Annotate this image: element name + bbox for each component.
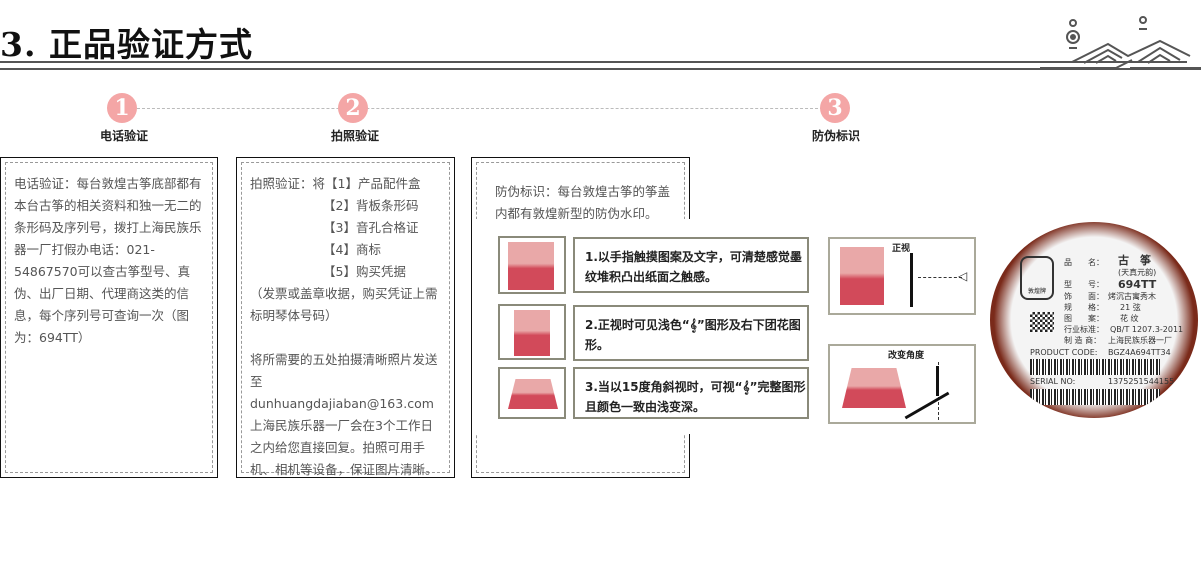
eye-icon: ◁	[958, 269, 968, 283]
watermark-thumb-3	[498, 367, 566, 419]
label-value: 694TT	[1118, 278, 1157, 291]
mountain-ornament-icon	[1040, 16, 1201, 69]
phone-verify-box: 电话验证：每台敦煌古筝底部都有本台古筝的相关资料和独一无二的条形码及序列号，拨打…	[0, 157, 218, 478]
serial-barcode	[1030, 389, 1160, 405]
front-view-diagram: 正视 ◁	[828, 237, 976, 315]
divider	[0, 61, 1187, 63]
angle-view-label: 改变角度	[888, 351, 925, 361]
label-value: QB/T 1207.3-2011	[1110, 325, 1184, 334]
caption-front: 2.正视时可见浅色“𝄞”图形及右下团花图形。	[573, 305, 809, 361]
label-value: BGZ4A694TT34	[1108, 348, 1171, 357]
watermark-thumb-1	[498, 236, 566, 294]
step-3-label: 防伪标识	[811, 129, 860, 143]
photo-item: 【5】购买凭据	[323, 264, 406, 279]
label-key: 行业标准：	[1064, 325, 1104, 334]
label-key: SERIAL NO:	[1030, 377, 1076, 386]
step-2-label: 拍照验证	[330, 129, 379, 143]
front-view-label: 正视	[892, 244, 911, 254]
sight-line	[918, 277, 962, 278]
label-key: PRODUCT CODE:	[1030, 348, 1098, 357]
product-label-photo: 敦煌牌 品 名：古 筝 (天真元韵) 型 号：694TT 饰 面：烤沉古寓秀木 …	[990, 222, 1198, 418]
caption-angle: 3.当以15度角斜视时，可视“𝄞”完整图形且颜色一致由浅变深。	[573, 367, 809, 419]
label-value: 上海民族乐器一厂	[1108, 336, 1172, 345]
label-value: 烤沉古寓秀木	[1108, 292, 1156, 301]
label-value: 花 纹	[1120, 314, 1139, 323]
step-1-badge: 1	[107, 93, 137, 123]
photo-item: 【4】商标	[323, 242, 381, 257]
dunhuang-logo: 敦煌牌	[1020, 256, 1054, 300]
angle-view-diagram: 改变角度	[828, 344, 976, 424]
photo-item: 【3】音孔合格证	[323, 220, 419, 235]
photo-note: （发票或盖章收据，购买凭证上需标明琴体号码）	[250, 286, 438, 323]
divider	[0, 68, 1201, 70]
watermark-illustration: 1.以手指触摸图案及文字，可清楚感觉墨纹堆积凸出纸面之触感。 2.正视时可见浅色…	[473, 219, 985, 434]
step-3-badge: 3	[820, 93, 850, 123]
label-key: 品 名：	[1064, 258, 1104, 267]
photo-verify-box: 拍照验证：将【1】产品配件盒 【2】背板条形码 【3】音孔合格证 【4】商标 【…	[236, 157, 455, 478]
step-1-label: 电话验证	[99, 129, 148, 143]
watermark-thumb-2	[498, 304, 566, 360]
label-value: 1375251544155	[1108, 377, 1175, 386]
label-value: 古 筝	[1118, 254, 1151, 267]
product-barcode	[1030, 359, 1160, 375]
label-key: 图 案：	[1064, 314, 1104, 323]
caption-touch: 1.以手指触摸图案及文字，可清楚感觉墨纹堆积凸出纸面之触感。	[573, 237, 809, 293]
label-value: (天真元韵)	[1118, 268, 1157, 277]
label-value: 21 弦	[1120, 303, 1141, 312]
label-key: 型 号：	[1064, 280, 1104, 289]
phone-verify-text: 电话验证：每台敦煌古筝底部都有本台古筝的相关资料和独一无二的条形码及序列号，拨打…	[14, 176, 202, 345]
label-key: 规 格：	[1064, 303, 1104, 312]
step-connector	[137, 108, 823, 109]
step-2-badge: 2	[338, 93, 368, 123]
photo-intro: 拍照验证：将【1】产品配件盒	[250, 176, 421, 191]
qr-code-icon	[1030, 312, 1054, 332]
photo-send: 将所需要的五处拍摄清晰照片发送至dunhuangdajiaban@163.com…	[250, 352, 438, 477]
anti-fake-text: 防伪标识：每台敦煌古筝的筝盖内都有敦煌新型的防伪水印。	[495, 184, 671, 221]
page-title: 3. 正品验证方式	[0, 25, 253, 64]
photo-item: 【2】背板条形码	[323, 198, 419, 213]
label-key: 饰 面：	[1064, 292, 1104, 301]
label-key: 制 造 商：	[1064, 336, 1102, 345]
